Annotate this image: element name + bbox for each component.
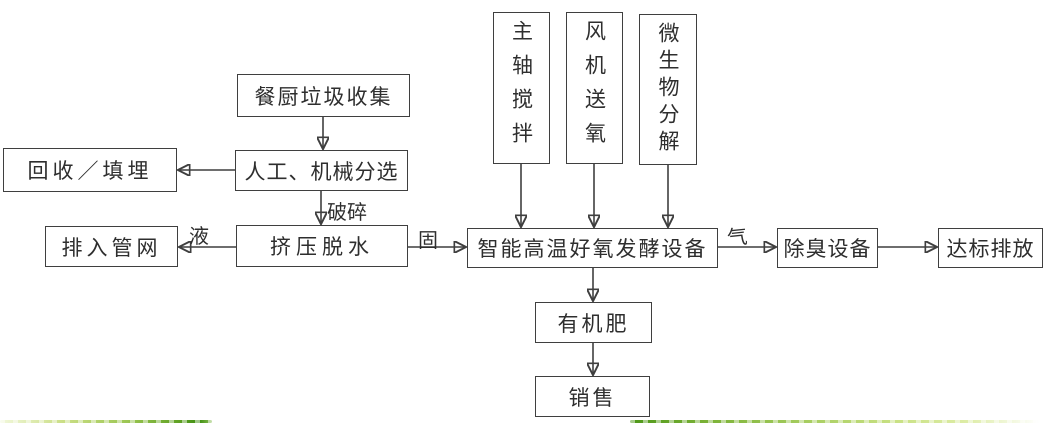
node-compliant-discharge: 达标排放	[938, 228, 1043, 268]
node-organic-fertilizer: 有机肥	[535, 302, 652, 343]
decorative-green-line-right	[630, 420, 1040, 423]
node-microbial-decomposition: 微生物分解	[639, 14, 697, 165]
node-fan-oxygen-supply: 风机送氧	[566, 12, 623, 164]
edge-label-liquid: 液	[189, 224, 209, 248]
node-aerobic-fermentation-equipment: 智能高温好氧发酵设备	[467, 228, 718, 268]
edge-label-crushing: 破碎	[327, 200, 367, 224]
node-manual-mechanical-sorting: 人工、机械分选	[235, 150, 408, 191]
edge-label-solid: 固	[418, 228, 438, 252]
node-kitchen-waste-collection: 餐厨垃圾收集	[237, 74, 410, 117]
node-recycle-landfill: 回收／填埋	[3, 148, 177, 192]
node-discharge-to-pipe-network: 排入管网	[45, 226, 178, 267]
node-sales: 销售	[535, 376, 650, 417]
node-spindle-stirring: 主轴搅拌	[493, 12, 550, 164]
edge-label-gas: 气	[725, 224, 749, 250]
node-press-dewatering: 挤压脱水	[236, 225, 408, 267]
node-deodorization-equipment: 除臭设备	[777, 228, 878, 268]
decorative-green-line-left	[0, 420, 212, 423]
